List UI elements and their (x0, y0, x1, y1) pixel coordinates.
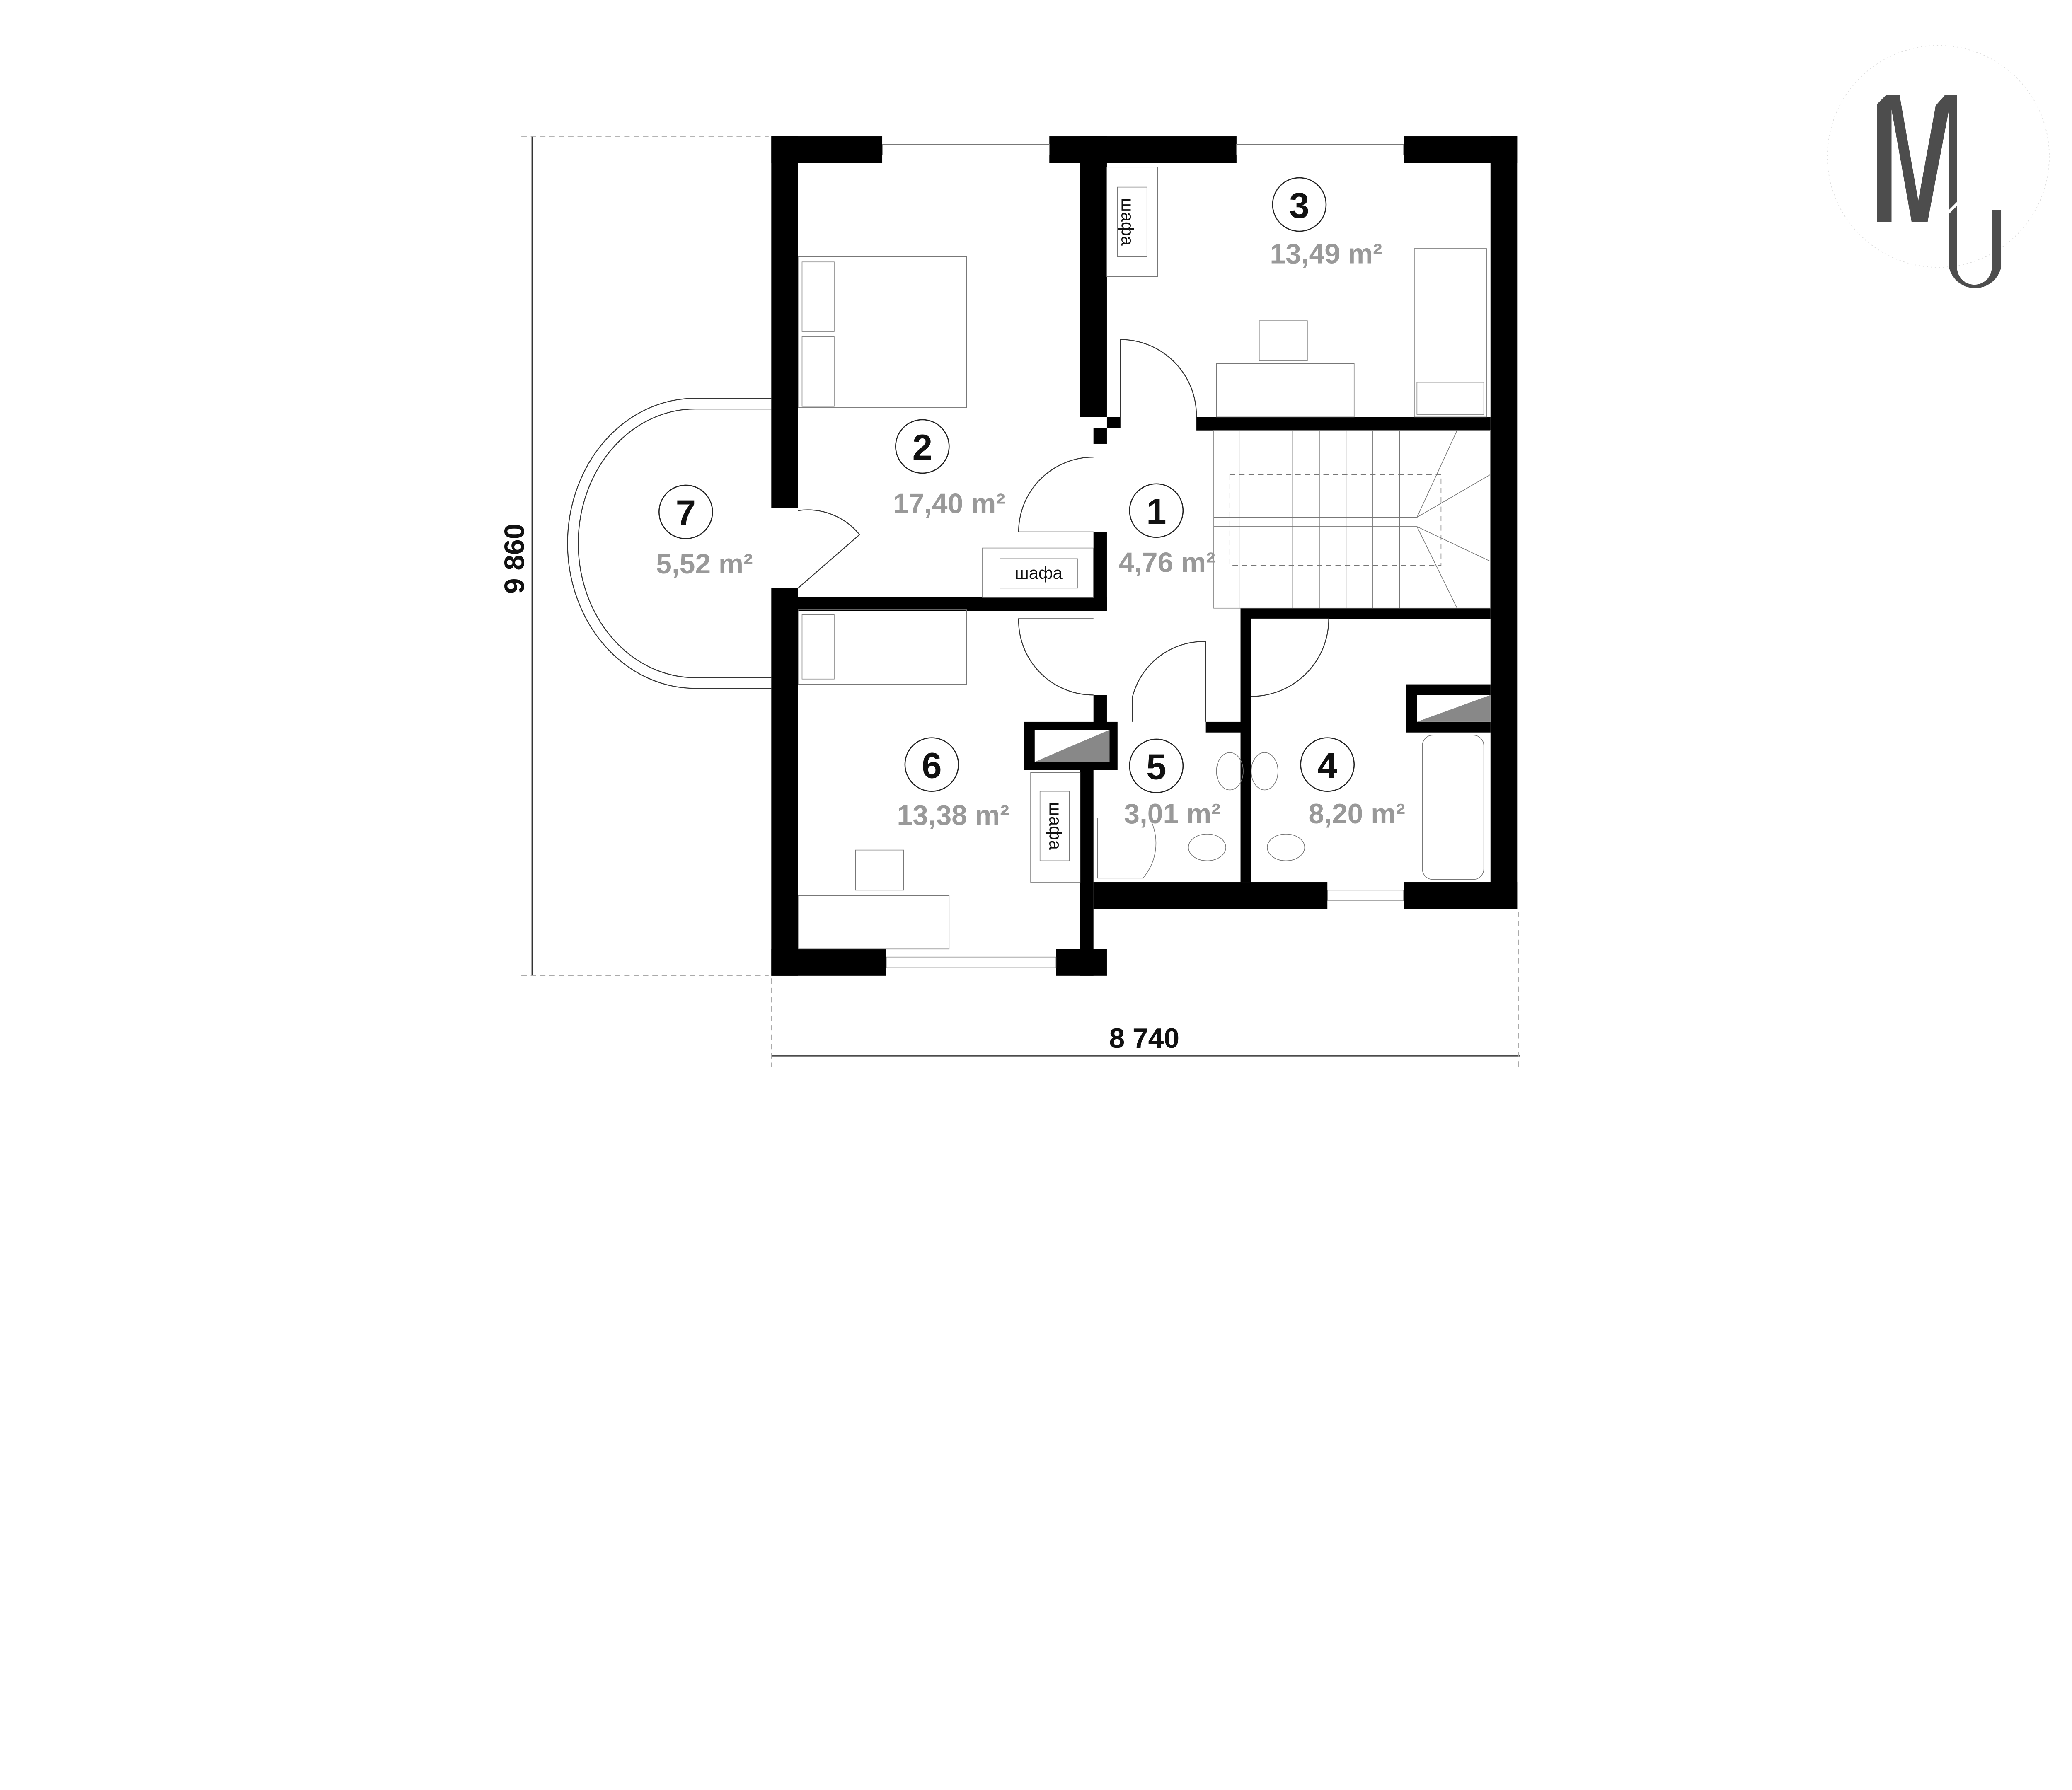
room-area: 13,38 m² (897, 800, 1009, 831)
room-area: 8,20 m² (1308, 798, 1405, 830)
room-number: 7 (676, 493, 696, 533)
room-5: 5 3,01 m² (1124, 738, 1221, 830)
wardrobe-room3: шафа (1106, 167, 1158, 277)
height-dimension-label: 9 860 (499, 524, 530, 594)
dimension-width: 8 740 (771, 911, 1520, 1067)
wardrobe-label: шафа (1118, 198, 1137, 246)
wardrobe-label: шафа (1015, 563, 1063, 583)
room-area: 13,49 m² (1270, 238, 1382, 269)
staircase (1213, 430, 1491, 609)
room-area: 3,01 m² (1124, 798, 1220, 830)
room-number: 1 (1146, 492, 1166, 532)
mu-logo (1827, 45, 2050, 288)
room-1: 1 4,76 m² (1118, 483, 1215, 578)
wardrobe-room6: шафа (1030, 772, 1081, 883)
room-7: 7 5,52 m² (656, 484, 753, 580)
room-number: 4 (1317, 745, 1337, 786)
room-area: 17,40 m² (893, 489, 1005, 520)
room-number: 6 (922, 745, 942, 786)
room-3: 3 13,49 m² (1270, 177, 1382, 269)
room-4: 4 8,20 m² (1300, 737, 1405, 830)
room-area: 5,52 m² (656, 549, 753, 580)
furniture (798, 248, 1487, 950)
room-6: 6 13,38 m² (897, 737, 1009, 831)
walls (771, 136, 1518, 976)
room-area: 4,76 m² (1118, 547, 1215, 578)
room-number: 5 (1146, 747, 1166, 787)
wardrobe-label: шафа (1046, 802, 1065, 850)
width-dimension-label: 8 740 (1109, 1023, 1180, 1054)
dimension-height: 9 860 (499, 136, 769, 976)
room-number: 3 (1289, 186, 1309, 226)
room-number: 2 (913, 428, 932, 468)
balcony (567, 398, 772, 689)
room-2: 2 17,40 m² (893, 419, 1005, 520)
floor-plan: 9 860 8 740 (499, 45, 2050, 1067)
doors (798, 339, 1329, 722)
windows (882, 144, 1404, 968)
wardrobe-room2: шафа (982, 547, 1094, 598)
